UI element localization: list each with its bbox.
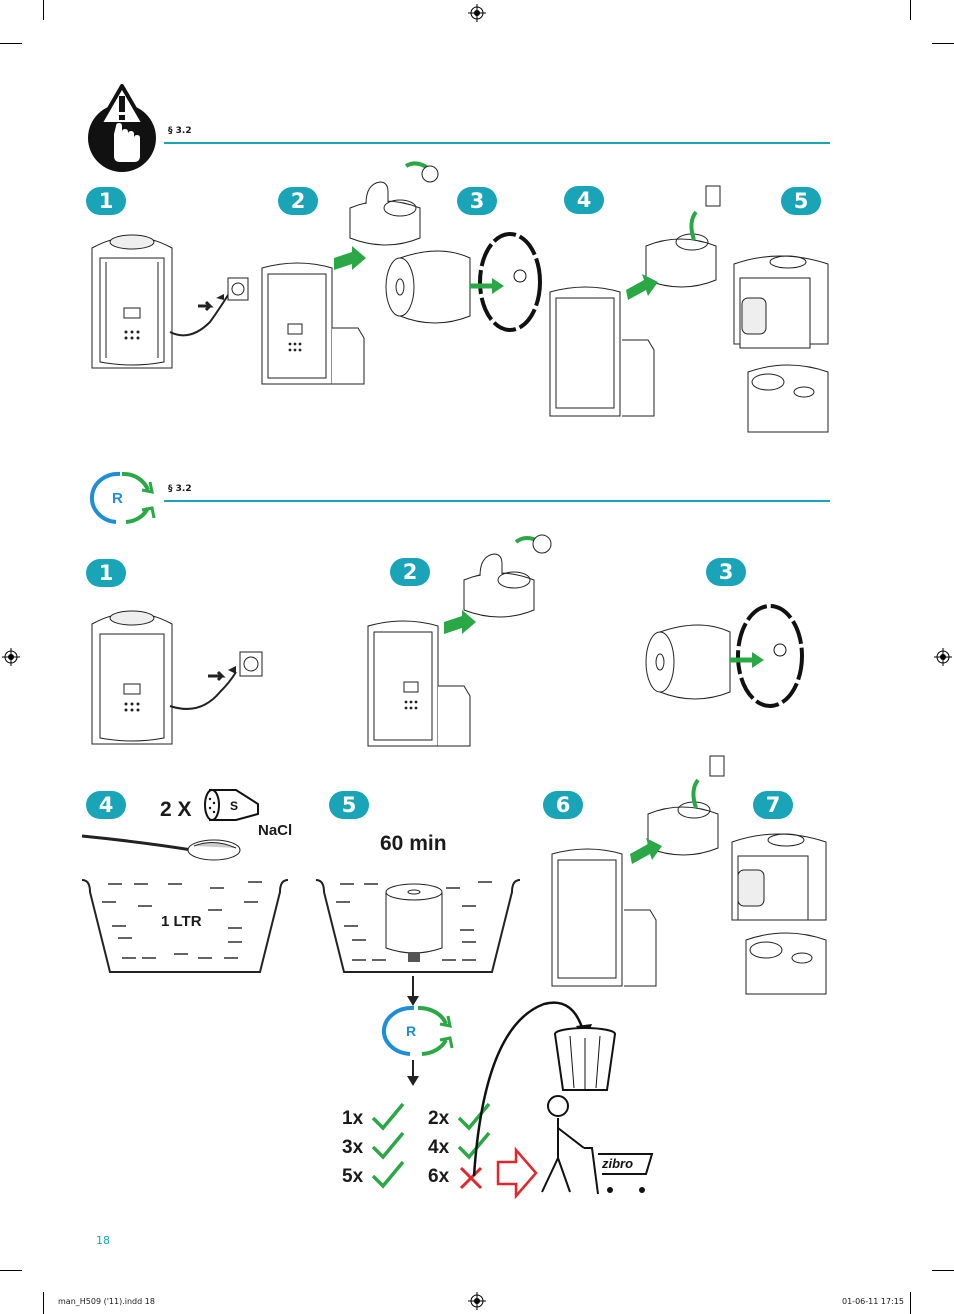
cycle-letter: R bbox=[112, 490, 123, 507]
step-badge: 4 bbox=[86, 791, 126, 819]
reassembly-illustration bbox=[549, 185, 721, 417]
waste-bin-icon bbox=[554, 1027, 616, 1091]
file-slug: man_H509 ('11).indd 18 bbox=[58, 1297, 155, 1306]
soak-basin-illustration bbox=[315, 879, 521, 973]
humidifier-base-illustration bbox=[261, 262, 365, 385]
check-icon bbox=[371, 1131, 405, 1160]
step-badge: 5 bbox=[781, 187, 821, 215]
return-arrow-icon bbox=[496, 1146, 538, 1200]
section-divider bbox=[164, 500, 830, 502]
tank-top-illustration bbox=[334, 161, 439, 270]
reassembly-illustration bbox=[551, 755, 725, 987]
salt-formula: NaCl bbox=[258, 822, 293, 839]
check-icon bbox=[371, 1160, 405, 1189]
down-arrow-icon bbox=[407, 976, 419, 1006]
filter-cartridge-illustration bbox=[385, 232, 542, 332]
warning-hand-icon bbox=[88, 84, 156, 172]
regenerate-cycle-icon: R bbox=[90, 471, 156, 524]
step-badge: 3 bbox=[457, 187, 497, 215]
crop-mark bbox=[43, 1292, 44, 1314]
step-badge: 2 bbox=[390, 558, 430, 586]
water-volume: 1 LTR bbox=[161, 913, 202, 930]
step-badge: 1 bbox=[86, 559, 126, 587]
salt-multiplier: 2 X bbox=[160, 798, 192, 821]
soak-time: 60 min bbox=[380, 832, 447, 855]
humidifier-illustration bbox=[91, 234, 173, 369]
power-plug-icon bbox=[169, 651, 263, 710]
humidifier-assembled-illustration bbox=[731, 833, 827, 995]
cycle-letter: R bbox=[406, 1023, 416, 1039]
section-divider bbox=[164, 142, 830, 144]
cycle-count: 2x bbox=[428, 1108, 450, 1129]
cycle-count: 1x bbox=[342, 1108, 364, 1129]
crop-mark bbox=[932, 1270, 954, 1271]
step-badge: 4 bbox=[564, 186, 604, 214]
regenerate-cycle-icon: R bbox=[382, 1005, 454, 1056]
step-badge: 7 bbox=[753, 791, 793, 819]
crop-mark bbox=[932, 43, 954, 44]
crop-mark bbox=[910, 0, 911, 20]
down-arrow-icon bbox=[407, 1060, 419, 1086]
salt-label: S bbox=[230, 799, 238, 813]
spoon-icon bbox=[81, 834, 241, 861]
registration-mark-icon bbox=[468, 1292, 486, 1310]
page-number: 18 bbox=[96, 1234, 110, 1247]
brand-logo: zibro bbox=[601, 1156, 633, 1171]
tank-top-illustration bbox=[444, 534, 552, 634]
crop-mark bbox=[910, 1292, 911, 1314]
crop-mark bbox=[0, 43, 22, 44]
cycle-count: 5x bbox=[342, 1166, 364, 1187]
filter-cartridge-illustration bbox=[645, 604, 804, 708]
check-icon bbox=[457, 1131, 491, 1160]
humidifier-assembled-illustration bbox=[733, 255, 829, 433]
humidifier-base-illustration bbox=[367, 620, 471, 747]
water-basin-illustration bbox=[81, 879, 289, 973]
registration-mark-icon bbox=[468, 4, 486, 22]
registration-mark-icon bbox=[2, 648, 20, 666]
crop-mark bbox=[43, 0, 44, 20]
step-badge: 5 bbox=[329, 791, 369, 819]
date-slug: 01-06-11 17:15 bbox=[842, 1297, 904, 1306]
salt-shaker-icon: S bbox=[204, 789, 259, 821]
step-badge: 3 bbox=[706, 558, 746, 586]
humidifier-illustration bbox=[91, 610, 173, 745]
cycle-count: 3x bbox=[342, 1137, 364, 1158]
section-reference: § 3.2 bbox=[168, 484, 192, 494]
step-badge: 2 bbox=[278, 187, 318, 215]
cycle-count: 6x bbox=[428, 1166, 450, 1187]
crop-mark bbox=[0, 1270, 22, 1271]
step-badge: 6 bbox=[543, 791, 583, 819]
step-badge: 1 bbox=[86, 187, 126, 215]
power-plug-icon bbox=[169, 277, 249, 337]
cycle-count: 4x bbox=[428, 1137, 450, 1158]
check-icon bbox=[371, 1102, 405, 1131]
registration-mark-icon bbox=[934, 648, 952, 666]
section-reference: § 3.2 bbox=[168, 126, 192, 136]
shopper-icon: zibro bbox=[541, 1095, 654, 1195]
cross-icon bbox=[459, 1166, 483, 1190]
